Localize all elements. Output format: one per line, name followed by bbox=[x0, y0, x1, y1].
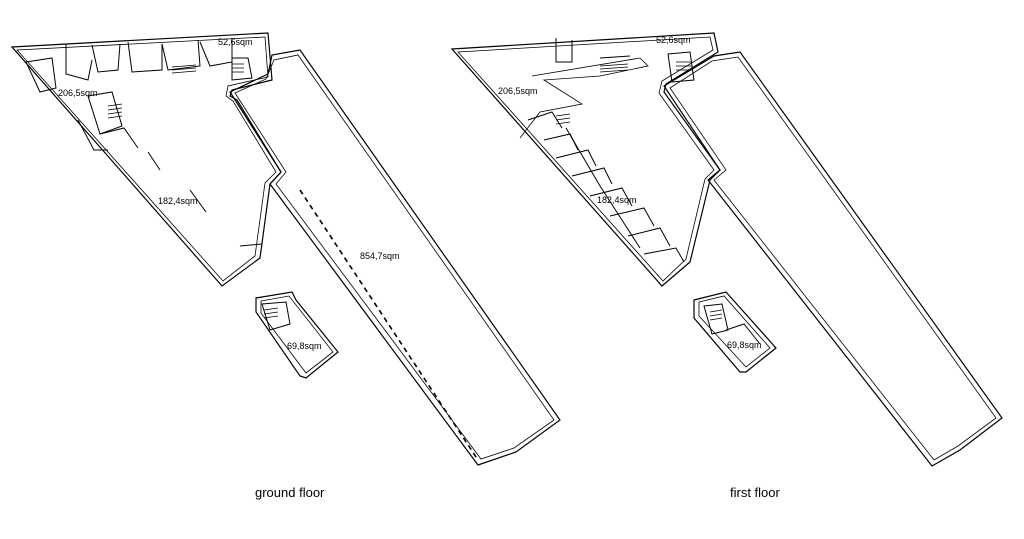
first-floor-partitions bbox=[527, 38, 695, 263]
ground-floor-stairs bbox=[107, 63, 244, 119]
area-label-annex: 69,8sqm bbox=[287, 341, 322, 351]
ground-floor-outer-wall bbox=[10, 32, 282, 287]
first-floor-annex bbox=[693, 291, 777, 373]
area-label-west-wing: 182,4sqm bbox=[597, 195, 637, 205]
ground-floor-partitions bbox=[25, 38, 263, 247]
ground-floor-annex bbox=[255, 291, 339, 379]
area-label-warehouse: 854,7sqm bbox=[360, 251, 400, 261]
ground-floor-plan: 206,5sqm 52,6sqm 182,4sqm 854,7sqm 69,8s… bbox=[10, 32, 561, 500]
first-floor-wing-wall bbox=[663, 51, 1003, 467]
area-label-annex: 69,8sqm bbox=[727, 340, 762, 350]
ground-floor-caption: ground floor bbox=[255, 485, 325, 500]
area-label-north: 52,6sqm bbox=[656, 35, 691, 45]
ground-floor-inner-wall bbox=[16, 36, 277, 282]
first-floor-stairs bbox=[555, 61, 692, 125]
first-floor-caption: first floor bbox=[730, 485, 781, 500]
first-floor-outer-wall bbox=[450, 32, 721, 287]
area-label-northwest: 206,5sqm bbox=[498, 86, 538, 96]
first-floor-inner-wall bbox=[457, 36, 715, 282]
area-label-north: 52,6sqm bbox=[218, 37, 253, 47]
first-floor-plan: 206,5sqm 52,6sqm 182,4sqm 69,8sqm first … bbox=[450, 32, 1003, 500]
area-label-northwest: 206,5sqm bbox=[58, 88, 98, 98]
ground-floor-warehouse-wall bbox=[229, 49, 561, 466]
area-label-west-wing: 182,4sqm bbox=[158, 196, 198, 206]
